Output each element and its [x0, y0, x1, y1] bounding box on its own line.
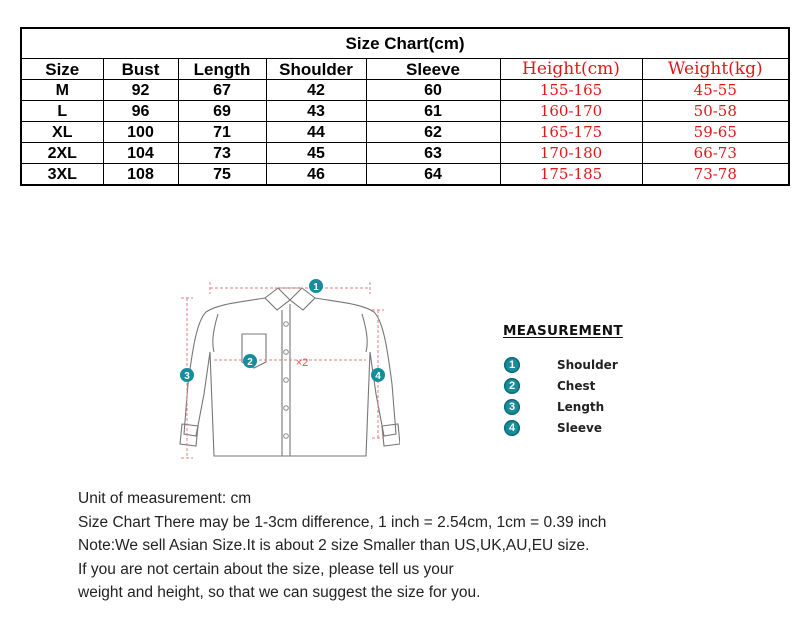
cell-weight: 50-58 [641, 100, 790, 122]
cell-size: L [20, 100, 104, 122]
cell-length: 67 [177, 79, 267, 101]
shirt-outline [179, 287, 400, 457]
number-1-badge-icon: 1 [504, 356, 520, 373]
legend-item-shoulder: 1 Shoulder [503, 354, 683, 375]
header-shoulder: Shoulder [265, 58, 367, 80]
cell-sleeve: 60 [365, 79, 501, 101]
cell-bust: 108 [102, 163, 179, 186]
cell-size: XL [20, 121, 104, 143]
legend-title: MEASUREMENT [503, 323, 623, 339]
cell-bust: 96 [102, 100, 179, 122]
legend-label: Length [557, 399, 605, 414]
cell-sleeve: 63 [365, 142, 501, 164]
cell-height: 165-175 [499, 121, 643, 143]
cell-length: 73 [177, 142, 267, 164]
shirt-measurement-diagram: 1 2 ×2 3 4 [179, 279, 400, 459]
legend-label: Sleeve [557, 420, 602, 435]
marker-badges: 1 2 ×2 3 4 [180, 279, 385, 382]
cell-size: 2XL [20, 142, 104, 164]
note-asian-size: Note:We sell Asian Size.It is about 2 si… [78, 537, 590, 554]
number-3-badge-icon: 3 [504, 398, 520, 415]
svg-text:1: 1 [313, 282, 319, 293]
cell-sleeve: 62 [365, 121, 501, 143]
table-row: XL 100 71 44 62 165-175 59-65 [20, 121, 790, 143]
svg-text:3: 3 [184, 371, 190, 382]
number-2-badge-icon: 2 [504, 377, 520, 394]
cell-shoulder: 42 [265, 79, 367, 101]
cell-bust: 104 [102, 142, 179, 164]
note-difference: Size Chart There may be 1-3cm difference… [78, 513, 607, 531]
table-header-row: Size Bust Length Shoulder Sleeve Height(… [20, 58, 790, 80]
note-unit: Unit of measurement: cm [78, 490, 252, 507]
header-height: Height(cm) [499, 58, 643, 80]
table-row: 2XL 104 73 45 63 170-180 66-73 [20, 142, 790, 164]
legend-item-chest: 2 Chest [503, 375, 683, 396]
cell-height: 175-185 [499, 163, 643, 186]
header-bust: Bust [102, 58, 179, 80]
header-size: Size [20, 58, 104, 80]
cell-size: 3XL [20, 163, 104, 186]
cell-height: 155-165 [499, 79, 643, 101]
legend-item-length: 3 Length [503, 396, 683, 417]
header-sleeve: Sleeve [365, 58, 501, 80]
table-row: M 92 67 42 60 155-165 45-55 [20, 79, 790, 101]
shirt-buttons [283, 321, 289, 439]
size-chart-table: Size Chart(cm) Size Bust Length Shoulder… [20, 27, 791, 186]
cell-shoulder: 46 [265, 163, 367, 186]
x2-label: ×2 [296, 357, 309, 369]
cell-sleeve: 61 [365, 100, 501, 122]
cell-shoulder: 44 [265, 121, 367, 143]
legend-label: Shoulder [557, 357, 618, 372]
number-4-badge-icon: 4 [504, 419, 520, 436]
header-length: Length [177, 58, 267, 80]
cell-length: 75 [177, 163, 267, 186]
note-suggest: weight and height, so that we can sugges… [78, 584, 481, 601]
svg-text:2: 2 [247, 357, 253, 368]
size-notes: Unit of measurement: cm Size Chart There… [78, 487, 778, 605]
table-row: 3XL 108 75 46 64 175-185 73-78 [20, 163, 790, 186]
cell-weight: 59-65 [641, 121, 790, 143]
header-weight: Weight(kg) [641, 58, 790, 80]
cell-weight: 45-55 [641, 79, 790, 101]
cell-height: 160-170 [499, 100, 643, 122]
table-title: Size Chart(cm) [20, 27, 790, 59]
cell-shoulder: 45 [265, 142, 367, 164]
cell-sleeve: 64 [365, 163, 501, 186]
marker-2: 2 [243, 354, 257, 368]
cell-height: 170-180 [499, 142, 643, 164]
marker-3: 3 [180, 368, 194, 382]
cell-size: M [20, 79, 104, 101]
svg-text:4: 4 [375, 371, 381, 382]
marker-4: 4 [371, 368, 385, 382]
cell-bust: 92 [102, 79, 179, 101]
cell-bust: 100 [102, 121, 179, 143]
cell-shoulder: 43 [265, 100, 367, 122]
measurement-legend: MEASUREMENT 1 Shoulder 2 Chest 3 Length … [503, 323, 683, 438]
cell-length: 71 [177, 121, 267, 143]
note-contact: If you are not certain about the size, p… [78, 560, 454, 578]
table-row: L 96 69 43 61 160-170 50-58 [20, 100, 790, 122]
cell-weight: 73-78 [641, 163, 790, 186]
marker-1: 1 [309, 279, 323, 293]
cell-weight: 66-73 [641, 142, 790, 164]
legend-label: Chest [557, 378, 596, 393]
cell-length: 69 [177, 100, 267, 122]
legend-item-sleeve: 4 Sleeve [503, 417, 683, 438]
